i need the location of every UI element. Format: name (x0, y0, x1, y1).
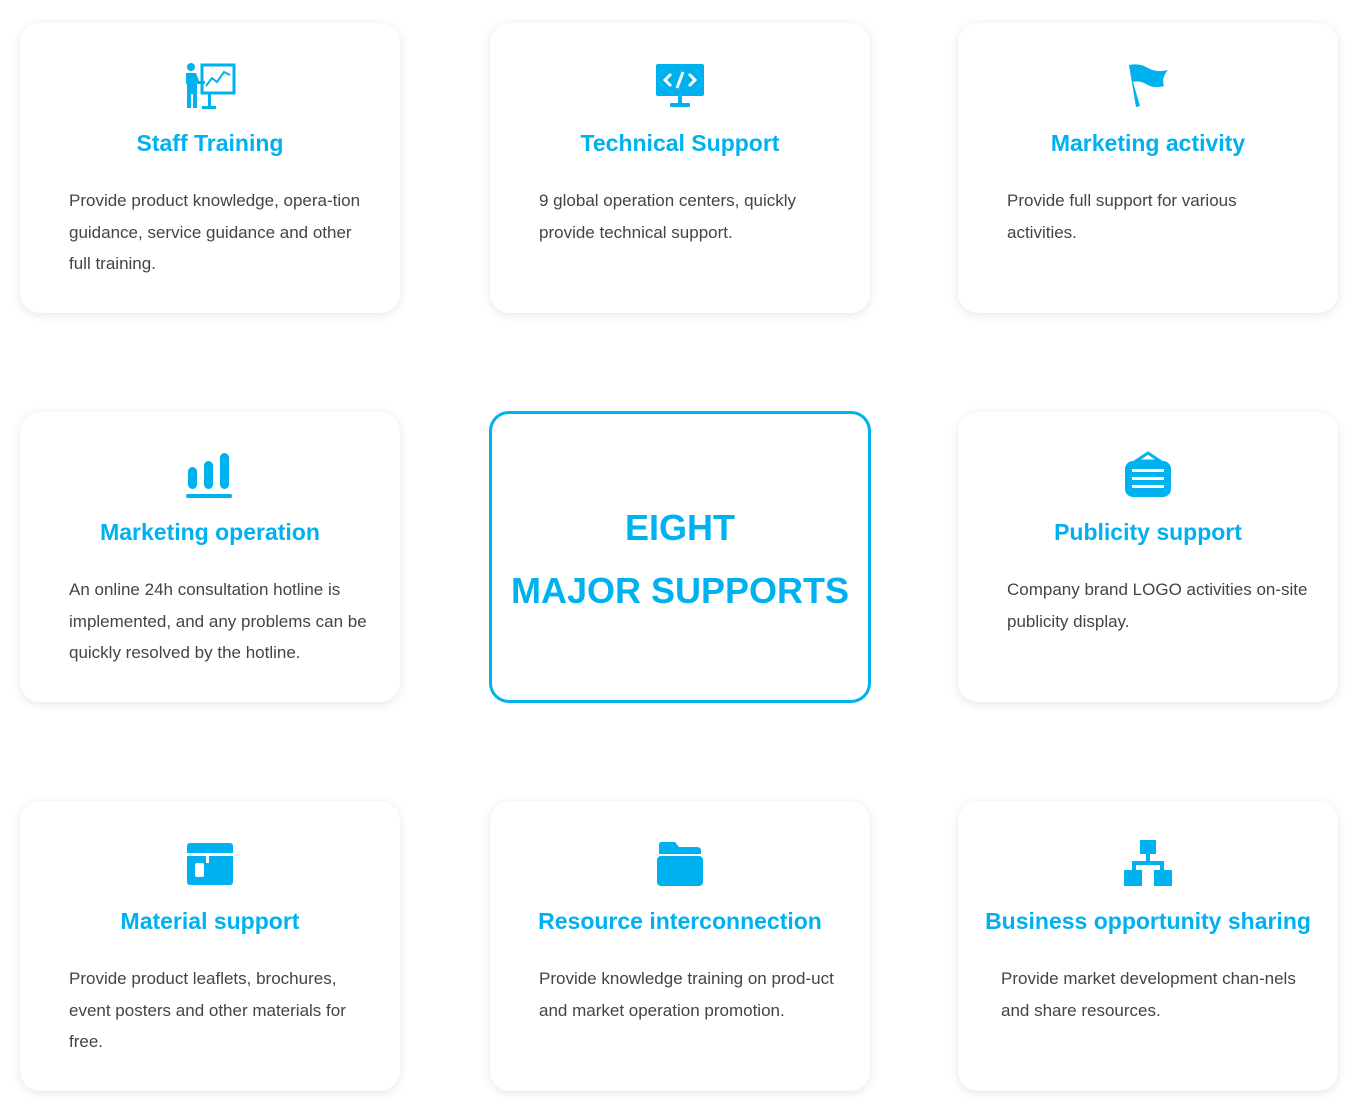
card-marketing-operation: Marketing operation An online 24h consul… (20, 412, 400, 702)
card-business-opportunity-sharing: Business opportunity sharing Provide mar… (958, 801, 1338, 1091)
card-title: Material support (120, 908, 300, 934)
card-title: Technical Support (580, 130, 780, 156)
card-description: Company brand LOGO activities on-site pu… (1007, 580, 1308, 631)
card-description: An online 24h consultation hotline is im… (69, 580, 367, 662)
banner-line-1: EIGHT (624, 507, 735, 548)
folder-icon (490, 839, 870, 889)
signboard-icon (958, 450, 1338, 500)
card-staff-training: Staff Training Provide product knowledge… (20, 23, 400, 313)
card-title: Marketing activity (1050, 130, 1246, 156)
card-description: 9 global operation centers, quickly prov… (539, 191, 797, 242)
card-publicity-support: Publicity support Company brand LOGO act… (958, 412, 1338, 702)
bar-chart-icon (20, 450, 400, 500)
card-technical-support: Technical Support 9 global operation cen… (490, 23, 870, 313)
card-title: Resource interconnection (538, 908, 822, 934)
banner-line-2: MAJOR SUPPORTS (510, 570, 850, 611)
card-description: Provide knowledge training on prod-uct a… (539, 969, 834, 1020)
flag-icon (958, 61, 1338, 111)
card-title: Business opportunity sharing (985, 908, 1311, 934)
card-title: Marketing operation (100, 519, 320, 545)
card-title: Publicity support (1054, 519, 1242, 545)
card-description: Provide product leaflets, brochures, eve… (69, 969, 346, 1051)
card-marketing-activity: Marketing activity Provide full support … (958, 23, 1338, 313)
material-window-icon (20, 839, 400, 889)
card-description: Provide market development chan-nels and… (1001, 969, 1296, 1020)
card-resource-interconnection: Resource interconnection Provide knowled… (490, 801, 870, 1091)
card-title: Staff Training (136, 130, 284, 156)
eight-major-supports-banner: EIGHT MAJOR SUPPORTS (489, 411, 871, 703)
card-material-support: Material support Provide product leaflet… (20, 801, 400, 1091)
card-description: Provide full support for various activit… (1007, 191, 1237, 242)
card-description: Provide product knowledge, opera-tion gu… (69, 191, 361, 273)
presentation-board-icon (20, 61, 400, 111)
network-hierarchy-icon (958, 839, 1338, 889)
code-monitor-icon (490, 61, 870, 111)
